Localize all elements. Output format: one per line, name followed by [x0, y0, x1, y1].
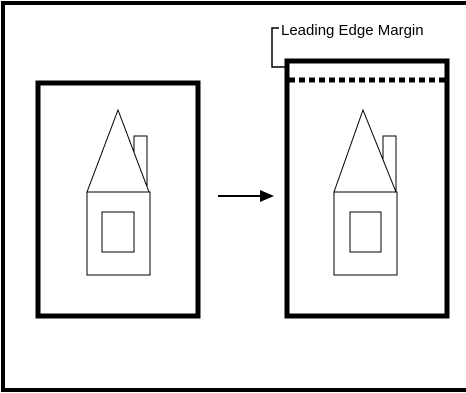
- right-arrow-icon: [218, 190, 274, 202]
- original-page-panel: [35, 80, 201, 319]
- callout-label: Leading Edge Margin: [281, 22, 424, 39]
- result-page-panel: [284, 58, 450, 319]
- callout-bracket: [271, 27, 288, 68]
- window-icon: [101, 211, 135, 253]
- window-icon: [349, 211, 382, 253]
- result-house-icon: [333, 108, 398, 276]
- original-house-icon: [86, 108, 151, 276]
